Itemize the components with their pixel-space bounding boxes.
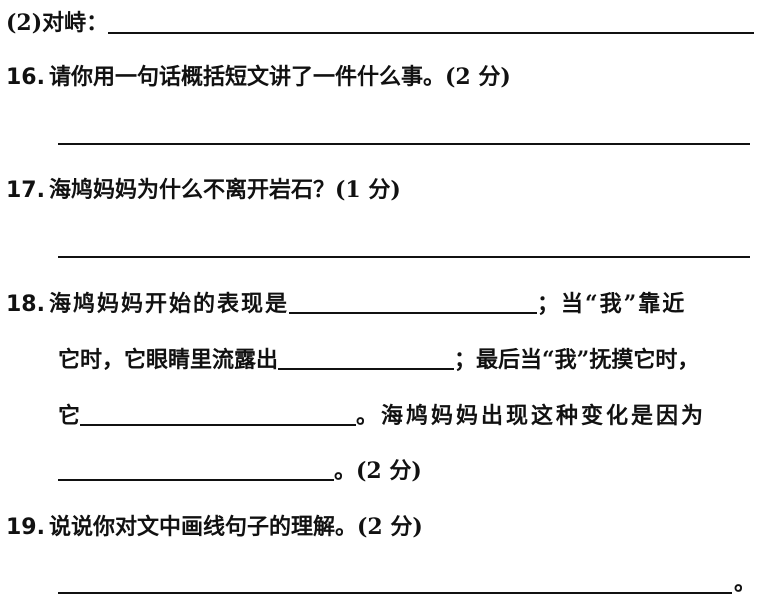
question-separator: .	[36, 515, 45, 540]
question-number: 18	[6, 292, 37, 317]
answer-blank-18d[interactable]	[58, 457, 334, 481]
question-2-line: (2)对峙：	[6, 8, 754, 38]
answer-blank-2[interactable]	[108, 10, 754, 34]
question-separator: .	[36, 65, 45, 90]
question-18-line-2: 它时，它眼睛里流露出 ；最后当“我”抚摸它时，	[58, 345, 762, 375]
question-text-cont: 它时，它眼睛里流露出	[58, 347, 279, 373]
question-17-prompt: 17.海鸠妈妈为什么不离开岩石？(1 分)	[6, 175, 762, 205]
answer-blank-18a[interactable]	[289, 290, 537, 314]
question-number: 17	[6, 178, 37, 203]
question-text: 请你用一句话概括短文讲了一件什么事。(2 分)	[48, 64, 511, 90]
answer-line-16[interactable]	[58, 143, 750, 145]
question-19-answer-line: 。	[58, 568, 756, 598]
question-number: 16	[6, 65, 37, 90]
question-text: 海鸠妈妈为什么不离开岩石？(1 分)	[48, 177, 401, 203]
question-16-prompt: 16.请你用一句话概括短文讲了一件什么事。(2 分)	[6, 62, 762, 92]
end-mark: 。	[733, 570, 756, 596]
question-text-cont: 它	[58, 403, 81, 429]
question-text-cont: ；最后当“我”抚摸它时，	[454, 347, 700, 373]
answer-line-19[interactable]	[58, 570, 732, 594]
question-separator: .	[36, 178, 45, 203]
answer-blank-18c[interactable]	[80, 402, 357, 426]
question-separator: .	[36, 292, 45, 317]
question-text: 说说你对文中画线句子的理解。(2 分)	[48, 514, 423, 540]
question-2-label: (2)对峙：	[6, 10, 109, 36]
question-18-line-3: 它 。海鸠妈妈出现这种变化是因为	[58, 401, 762, 431]
question-text-cont: 。海鸠妈妈出现这种变化是因为	[356, 403, 707, 429]
question-text-cont: 。(2 分)	[334, 458, 422, 484]
question-number: 19	[6, 515, 37, 540]
question-text: 海鸠妈妈开始的表现是	[48, 291, 289, 317]
question-18-prompt: 18.海鸠妈妈开始的表现是 ；当“我”靠近	[6, 289, 762, 319]
answer-line-17[interactable]	[58, 256, 750, 258]
question-19-prompt: 19.说说你对文中画线句子的理解。(2 分)	[6, 512, 762, 542]
answer-blank-18b[interactable]	[278, 346, 455, 370]
question-18-line-4: 。(2 分)	[58, 456, 762, 486]
question-text-cont: ；当“我”靠近	[537, 291, 687, 317]
